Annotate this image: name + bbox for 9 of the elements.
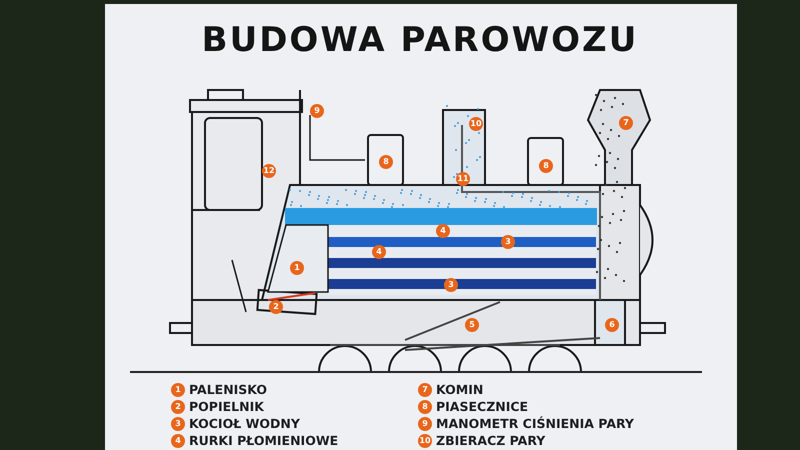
legend-text: PIASECZNICE bbox=[436, 400, 528, 414]
legend-text: KOCIOŁ WODNY bbox=[189, 417, 300, 431]
legend-text: KOMIN bbox=[436, 383, 484, 397]
legend-text: POPIELNIK bbox=[189, 400, 264, 414]
legend-text: MANOMETR CIŚNIENIA PARY bbox=[436, 417, 634, 431]
legend-text: PALENISKO bbox=[189, 383, 268, 397]
legend-text: RURKI PŁOMIENIOWE bbox=[189, 434, 338, 448]
legend-text: ZBIERACZ PARY bbox=[436, 434, 546, 448]
title: BUDOWA PAROWOZU bbox=[200, 19, 640, 62]
